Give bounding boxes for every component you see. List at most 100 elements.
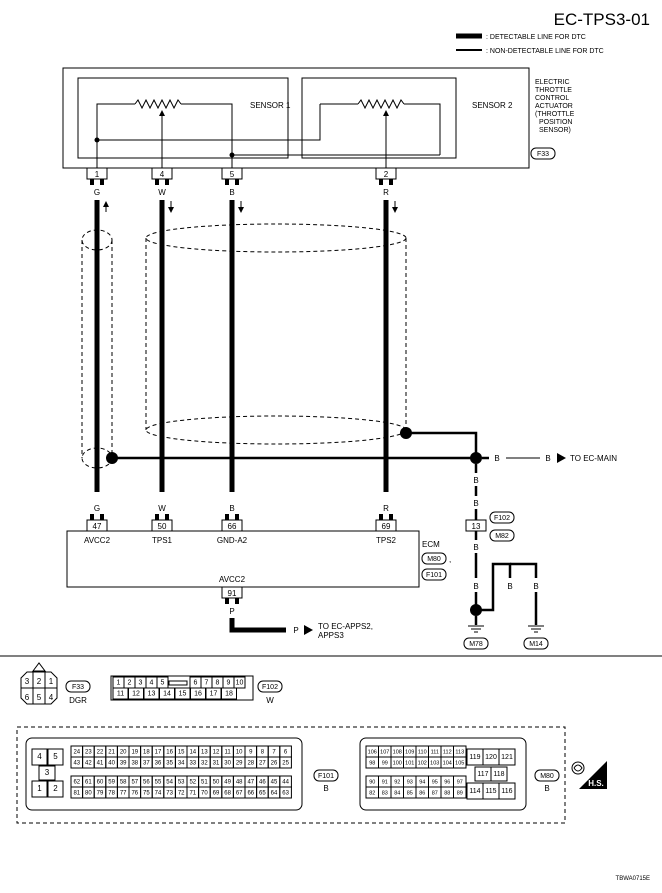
pin-number: 14 [163,691,171,698]
wire-color-b-v3: B [473,543,478,552]
pin-number: 41 [97,761,104,767]
m82-connector-label: M82 [495,533,509,540]
pin-number: 76 [131,791,138,797]
ecm-pin-name-avcc2-91: AVCC2 [219,575,246,584]
pin-number: 8 [261,750,265,756]
pin-number: 15 [179,691,187,698]
f101-connector-badge [421,568,447,581]
pin-number: 112 [443,750,452,756]
ecm-terminal-50: 50 [151,514,173,532]
ground-icon [468,625,484,633]
pin-number: 3 [45,768,50,777]
f102-view-badge [257,680,283,693]
svg-text:1: 1 [49,677,54,686]
actuator-name-6: POSITION [539,119,572,126]
pin-number: 44 [282,780,289,786]
pin-number: 82 [369,791,375,797]
f101-connector-label: F101 [426,572,442,579]
f33-view-color: DGR [69,696,87,705]
pin-number: 43 [73,761,80,767]
wire-color-w-bottom: W [158,504,166,513]
actuator-name-2: THROTTLE [535,87,572,94]
f33-view-label: F33 [72,684,84,691]
pin-number: 26 [271,761,278,767]
pin-number: 1 [37,784,42,793]
sensor2-resistor [357,98,405,110]
pin-number: 11 [224,750,231,756]
pin-number: 110 [418,750,427,756]
pin-number: 119 [469,754,480,761]
pin-number: 104 [443,761,452,767]
ecm-pin-name-tps2: TPS2 [376,536,397,545]
f33-view-badge [65,680,91,693]
svg-text:1: 1 [95,170,100,179]
pin-number: 114 [469,788,480,795]
pin-number: 116 [501,788,512,795]
pin-number: 73 [166,791,173,797]
actuator-terminal-4: 4 [151,167,173,185]
pin-number: 72 [178,791,185,797]
pin-number: 103 [430,761,439,767]
pin-number: 60 [97,780,104,786]
actuator-name-3: CONTROL [535,95,569,102]
ground-link-wire [476,562,512,612]
shield2-drain-node [400,427,412,439]
svg-text:4: 4 [49,693,54,702]
f102-connector-label: F102 [494,515,510,522]
sensor1-wiper-arrow [159,110,165,116]
pin-number: 101 [405,761,414,767]
f101-view-label: F101 [318,773,334,780]
pin-number: 68 [224,791,231,797]
pin-number: 28 [247,761,254,767]
sensor2-frame [301,77,457,159]
pin-number: 85 [407,791,413,797]
f33-connector-badge [530,147,556,160]
pin-number: 51 [201,780,208,786]
arrow-up-icon [103,201,109,212]
pin-number: 8 [216,680,220,687]
shield1-drain-node [106,452,118,464]
svg-text:,: , [449,555,451,564]
shield2-drain [406,431,478,458]
actuator-terminal-1: 1 [86,167,108,185]
pin-number: 53 [178,780,185,786]
arrow-down-icon [168,201,174,213]
pin-number: 5 [161,680,165,687]
pin-number: 90 [369,780,375,786]
m78-ground-label: M78 [469,641,483,648]
pin-number: 49 [224,780,231,786]
pin-number: 118 [493,771,504,778]
pin-number: 56 [143,780,150,786]
pin-number: 6 [284,750,288,756]
sensor2-wire-right [404,103,441,155]
pin-number: 33 [189,761,196,767]
wire-color-b-v2: B [473,499,478,508]
pin-number: 83 [382,791,388,797]
svg-text:50: 50 [158,522,167,531]
pin-number: 45 [271,780,278,786]
pin-number: 24 [73,750,80,756]
ecm-terminal-91: 91 [221,586,243,604]
footer-code: TBWA0715E [616,876,650,882]
svg-text:6: 6 [25,693,30,702]
wire-color-p: P [229,607,234,616]
pin-number: 9 [249,750,253,756]
wire-color-r-top: R [383,188,389,197]
pin-number: 14 [189,750,196,756]
ecm-terminal-66: 66 [221,514,243,532]
actuator-terminal-2: 2 [375,167,397,185]
pin-number: 62 [73,780,80,786]
wire-color-b-v5: B [507,582,512,591]
ecm-terminal-69: 69 [375,514,397,532]
pin-number: 99 [382,761,388,767]
pin-number: 77 [120,791,127,797]
pin-number: 13 [201,750,208,756]
ground-icon [528,625,544,633]
pin-number: 10 [236,680,244,687]
wire-color-p-right: P [293,626,298,635]
sensor1-label: SENSOR 1 [250,101,291,110]
ecm-terminal-47: 47 [86,514,108,532]
ecm-pin-name-tps1: TPS1 [152,536,173,545]
